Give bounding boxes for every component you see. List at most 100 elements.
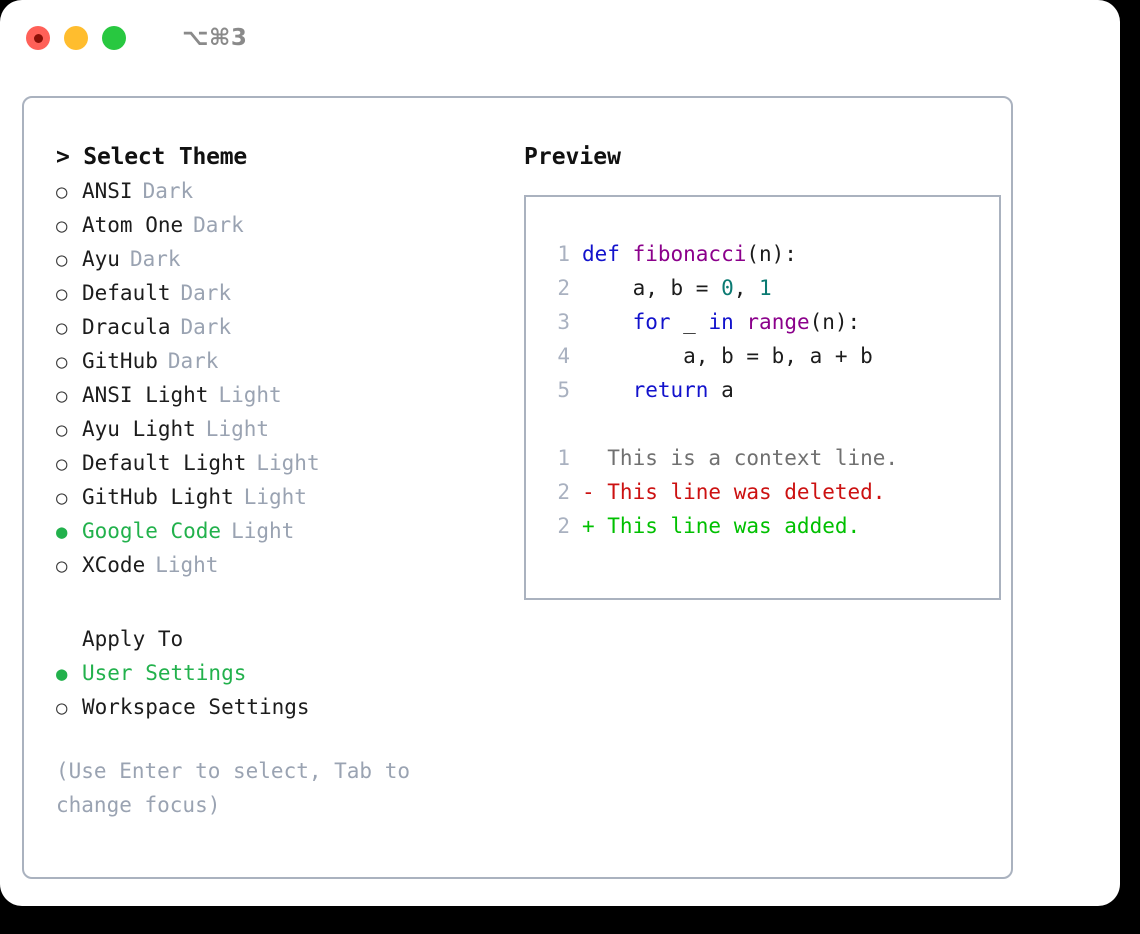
option-variant-tag: Light: [218, 383, 282, 407]
code-row: 3 for _ in range(n):: [540, 305, 999, 339]
option-variant-tag: Light: [243, 485, 307, 509]
close-button[interactable]: [26, 26, 50, 50]
option-label: Dracula: [82, 315, 171, 339]
code-row: 4 a, b = b, a + b: [540, 339, 999, 373]
token-pl: a, b = b, a + b: [582, 344, 873, 368]
radio-selected-icon: ●: [56, 521, 68, 543]
option-label: ANSI Light: [82, 383, 209, 407]
radio-unselected-icon: ○: [56, 283, 68, 305]
token-pl: [734, 310, 747, 334]
radio-unselected-icon: ○: [56, 487, 68, 509]
option-label: Atom One: [82, 213, 184, 237]
code-text: a, b = 0, 1: [582, 271, 772, 305]
radio-unselected-icon: ○: [56, 385, 68, 407]
token-pl: (n):: [746, 242, 797, 266]
radio-unselected-icon: ○: [56, 351, 68, 373]
code-text: + This line was added.: [582, 509, 860, 543]
apply-option-user-settings[interactable]: ● User Settings: [56, 656, 502, 690]
radio-unselected-icon: ○: [56, 555, 68, 577]
code-text: for _ in range(n):: [582, 305, 861, 339]
code-spacer: [540, 407, 999, 441]
token-pl: (n):: [809, 310, 861, 334]
apply-to-heading: Apply To: [82, 627, 184, 651]
line-number: 2: [557, 276, 570, 300]
option-variant-tag: Dark: [142, 179, 194, 203]
title-bar: ⌥⌘3: [0, 0, 1120, 76]
token-pl: _: [670, 310, 709, 334]
radio-selected-icon: ●: [56, 663, 68, 685]
theme-option-ansi-light[interactable]: ○ ANSI Light Light: [56, 378, 502, 412]
radio-unselected-icon: ○: [56, 215, 68, 237]
radio-unselected-icon: ○: [56, 419, 68, 441]
option-label: GitHub Light: [82, 485, 234, 509]
option-variant-tag: Dark: [180, 281, 232, 305]
option-label: Workspace Settings: [82, 695, 310, 719]
theme-option-xcode[interactable]: ○ XCode Light: [56, 548, 502, 582]
option-label: ANSI: [82, 179, 133, 203]
keyboard-shortcut-label: ⌥⌘3: [182, 25, 248, 51]
token-num: 0: [721, 276, 734, 300]
radio-unselected-icon: ○: [56, 181, 68, 203]
theme-option-ayu-light[interactable]: ○ Ayu Light Light: [56, 412, 502, 446]
code-row: 1 def fibonacci(n):: [540, 237, 999, 271]
option-label: User Settings: [82, 661, 247, 685]
token-kw: in: [708, 310, 734, 334]
radio-unselected-icon: ○: [56, 453, 68, 475]
diff-sample: 1 This is a context line.2- This line wa…: [540, 441, 999, 543]
theme-option-default[interactable]: ○ Default Dark: [56, 276, 502, 310]
token-fn: fibonacci: [632, 242, 747, 266]
option-label: Default: [82, 281, 171, 305]
code-text: This is a context line.: [582, 441, 898, 475]
token-pl: a: [708, 378, 734, 402]
token-kw: def: [582, 242, 633, 266]
radio-unselected-icon: ○: [56, 317, 68, 339]
option-label: XCode: [82, 553, 146, 577]
code-row: 5 return a: [540, 373, 999, 407]
diff-row: 1 This is a context line.: [540, 441, 999, 475]
diff-row: 2 + This line was added.: [540, 509, 999, 543]
token-num: 1: [759, 276, 772, 300]
token-kw: for: [632, 310, 671, 334]
option-variant-tag: Dark: [129, 247, 181, 271]
theme-option-atom-one[interactable]: ○ Atom One Dark: [56, 208, 502, 242]
option-label: Ayu Light: [82, 417, 196, 441]
minimize-button[interactable]: [64, 26, 88, 50]
spacer: [56, 582, 502, 622]
line-number: 1: [557, 242, 570, 266]
line-number: 4: [557, 344, 570, 368]
token-pl: [582, 378, 633, 402]
option-label: Default Light: [82, 451, 247, 475]
apply-to-list[interactable]: ● User Settings ○Workspace Settings: [56, 656, 502, 724]
token-fn: range: [746, 310, 810, 334]
theme-option-default-light[interactable]: ○ Default Light Light: [56, 446, 502, 480]
apply-option-workspace-settings[interactable]: ○Workspace Settings: [56, 690, 502, 724]
code-text: a, b = b, a + b: [582, 339, 873, 373]
theme-option-github-light[interactable]: ○ GitHub Light Light: [56, 480, 502, 514]
token-add: + This line was added.: [582, 514, 861, 538]
window-controls: [26, 26, 126, 50]
code-row: 2 a, b = 0, 1: [540, 271, 999, 305]
maximize-button[interactable]: [102, 26, 126, 50]
option-label: Ayu: [82, 247, 120, 271]
theme-option-ansi[interactable]: ○ ANSI Dark: [56, 174, 502, 208]
token-kw: return: [632, 378, 709, 402]
option-variant-tag: Light: [256, 451, 320, 475]
code-text: - This line was deleted.: [582, 475, 885, 509]
diff-row: 2- This line was deleted.: [540, 475, 999, 509]
option-variant-tag: Light: [205, 417, 270, 441]
option-variant-tag: Light: [231, 519, 295, 543]
option-label: GitHub: [82, 349, 158, 373]
line-number: 2: [557, 514, 570, 538]
option-variant-tag: Light: [155, 553, 219, 577]
option-variant-tag: Dark: [193, 213, 244, 237]
token-del: - This line was deleted.: [582, 480, 886, 504]
